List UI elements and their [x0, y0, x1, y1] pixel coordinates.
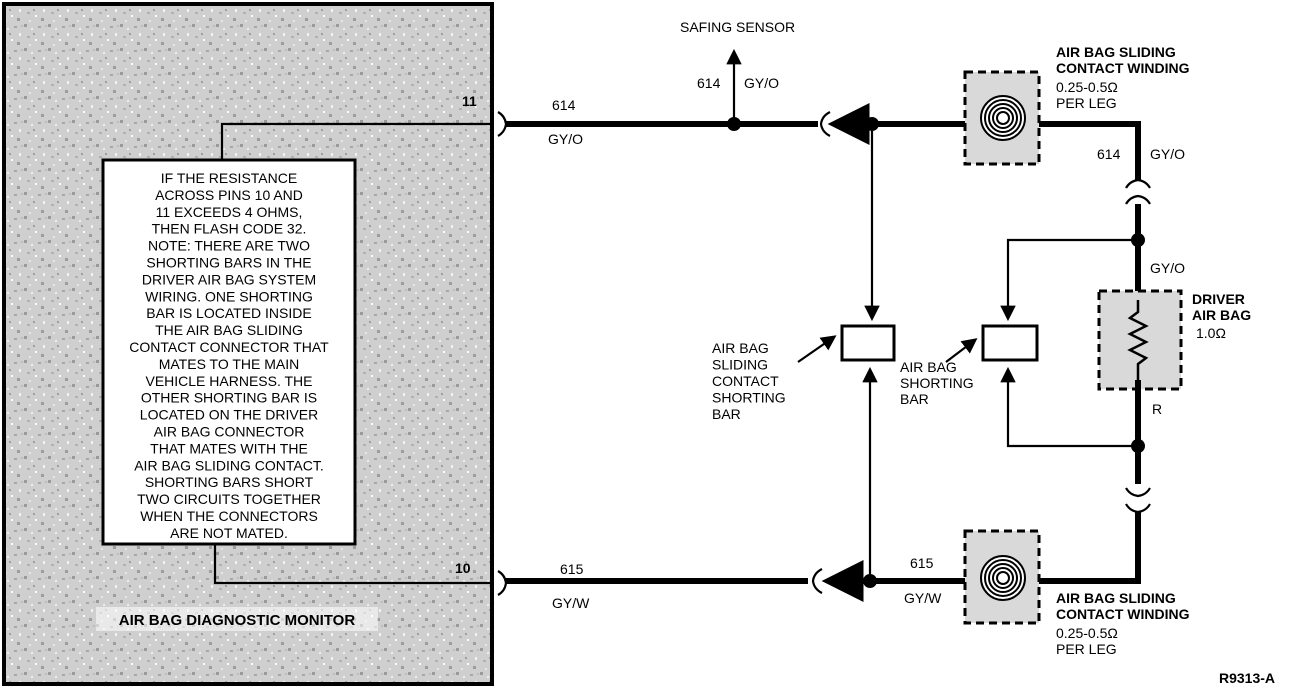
- text-line: BAR IS LOCATED INSIDE: [146, 305, 311, 321]
- monitor-note-box: [101, 158, 357, 546]
- text-line: 11 EXCEEDS 4 OHMS,: [156, 204, 303, 220]
- text-line: DRIVER: [1192, 291, 1245, 307]
- safing-splice: [727, 117, 741, 131]
- top-wire-color: GY/O: [548, 131, 583, 147]
- text-line: AIR BAG SLIDING CONTACT.: [134, 457, 324, 473]
- text-line: BAR: [712, 406, 741, 422]
- bottom-wire-color: GY/W: [552, 595, 590, 611]
- text-line: WHEN THE CONNECTORS: [140, 508, 318, 524]
- right-upper-circuit: 614: [1097, 146, 1121, 162]
- text-line: PER LEG: [1056, 641, 1117, 657]
- driver-air-bag-resistor: [1127, 300, 1149, 380]
- text-line: THEN FLASH CODE 32.: [152, 221, 307, 237]
- top-connector: [819, 111, 831, 137]
- text-line: SHORTING BARS IN THE: [146, 255, 311, 271]
- text-line: AIR BAG: [900, 359, 957, 375]
- right-mid-color: GY/O: [1150, 260, 1185, 276]
- text-line: SLIDING: [712, 357, 768, 373]
- safing-color: GY/O: [744, 75, 779, 91]
- text-line: SHORTING BARS SHORT: [145, 474, 314, 490]
- text-line: TWO CIRCUITS TOGETHER: [137, 491, 321, 507]
- text-line: LOCATED ON THE DRIVER: [140, 407, 318, 423]
- text-line: ACROSS PINS 10 AND: [155, 187, 303, 203]
- text-line: AIR BAG: [1192, 307, 1251, 323]
- text-line: AIR BAG SLIDING: [1056, 590, 1176, 606]
- top-wire-614: 614 GY/O 614 GY/O SAFING SENSOR: [497, 19, 968, 147]
- text-line: MATES TO THE MAIN: [159, 356, 300, 372]
- bottom-wire-circuit: 615: [560, 561, 584, 577]
- text-line: WIRING. ONE SHORTING: [145, 288, 313, 304]
- driver-air-bag-spec: 1.0Ω: [1196, 325, 1226, 341]
- safing-sensor-label: SAFING SENSOR: [680, 19, 795, 35]
- safing-circuit: 614: [697, 75, 721, 91]
- text-line: CONTACT WINDING: [1056, 606, 1190, 622]
- text-line: THAT MATES WITH THE: [150, 440, 308, 456]
- text-line: ARE NOT MATED.: [170, 525, 288, 541]
- pin-11-lead: [220, 122, 492, 160]
- bottom-connector: [811, 568, 823, 594]
- text-line: THE AIR BAG SLIDING: [155, 322, 303, 338]
- pin-10-label: 10: [455, 560, 471, 576]
- text-line: CONTACT CONNECTOR THAT: [129, 339, 329, 355]
- bottom-right-circuit: 615: [910, 555, 934, 571]
- pin-11-label: 11: [462, 93, 477, 109]
- text-line: CONTACT: [712, 373, 779, 389]
- text-line: 0.25-0.5Ω: [1056, 79, 1118, 95]
- right-upper-color: GY/O: [1150, 146, 1185, 162]
- top-wire-circuit: 614: [552, 97, 576, 113]
- bottom-wire-615: 615 GY/W 615 GY/W: [497, 555, 970, 611]
- text-line: CONTACT WINDING: [1056, 60, 1190, 76]
- text-line: IF THE RESISTANCE: [161, 170, 297, 186]
- monitor-title: AIR BAG DIAGNOSTIC MONITOR: [119, 612, 356, 629]
- text-line: OTHER SHORTING BAR IS: [141, 390, 317, 406]
- text-line: NOTE: THERE ARE TWO: [148, 238, 310, 254]
- text-line: AIR BAG SLIDING: [1056, 44, 1176, 60]
- text-line: PER LEG: [1056, 95, 1117, 111]
- text-line: VEHICLE HARNESS. THE: [145, 373, 312, 389]
- figure-id: R9313-A: [1219, 670, 1275, 686]
- text-line: SHORTING: [900, 375, 974, 391]
- text-line: 0.25-0.5Ω: [1056, 625, 1118, 641]
- bottom-right-color: GY/W: [904, 590, 942, 606]
- right-lower-color: R: [1152, 401, 1162, 417]
- text-line: SHORTING: [712, 390, 786, 406]
- text-line: AIR BAG CONNECTOR: [154, 423, 305, 439]
- text-line: BAR: [900, 391, 929, 407]
- pin-10-lead: [213, 544, 492, 585]
- text-line: DRIVER AIR BAG SYSTEM: [142, 271, 316, 287]
- text-line: AIR BAG: [712, 340, 769, 356]
